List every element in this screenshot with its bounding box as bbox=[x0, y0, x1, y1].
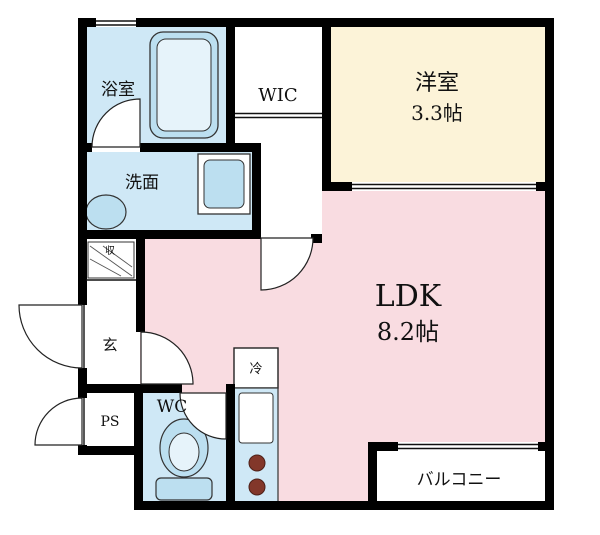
bathroom-label: 浴室 bbox=[101, 80, 135, 100]
western-room-size: 3.3帖 bbox=[411, 101, 463, 125]
ldk-size: 8.2帖 bbox=[377, 318, 439, 346]
ldk-door-arc bbox=[260, 237, 314, 291]
storage-box bbox=[87, 241, 135, 279]
wic-label: WIC bbox=[258, 85, 297, 106]
wc-door-arc bbox=[179, 392, 227, 440]
balcony-label: バルコニー bbox=[417, 470, 502, 490]
entrance-door-arc bbox=[18, 304, 83, 369]
wic-floor bbox=[235, 27, 322, 112]
hall-door-arc bbox=[140, 331, 194, 385]
toilet-bowl-inner bbox=[168, 432, 200, 472]
kitchen-sink-icon bbox=[238, 392, 274, 444]
refrigerator-slot bbox=[233, 347, 279, 389]
washroom-label: 洗面 bbox=[125, 173, 159, 193]
ps-door-arc bbox=[34, 397, 83, 446]
fixtures bbox=[85, 31, 279, 503]
storage-hatch bbox=[89, 245, 133, 277]
entrance-floor bbox=[86, 239, 136, 384]
bathtub-inner bbox=[156, 38, 212, 132]
western-room-floor bbox=[330, 27, 545, 182]
balcony-floor bbox=[377, 451, 545, 502]
ldk-label: LDK bbox=[375, 279, 442, 314]
entrance-label: 玄 bbox=[102, 336, 117, 354]
sink-icon bbox=[85, 194, 127, 230]
window-gap bbox=[398, 442, 538, 451]
pipe-space-label: PS bbox=[100, 414, 119, 430]
wc-label: WC bbox=[157, 397, 187, 417]
sliding-door-gap bbox=[352, 182, 536, 191]
bathroom-door-arc bbox=[91, 98, 141, 148]
opening-clears bbox=[352, 182, 538, 451]
refrigerator-label: 冷 bbox=[249, 362, 262, 377]
washing-machine-inner bbox=[203, 159, 245, 209]
pipe-space-floor bbox=[86, 393, 134, 446]
door-arcs bbox=[18, 98, 314, 446]
burner-icon bbox=[248, 454, 266, 472]
burner-icon bbox=[248, 478, 266, 496]
room-labels: 浴室 WIC 洋室 3.3帖 洗面 LDK 8.2帖 玄 収 PS WC 冷 バ… bbox=[100, 71, 501, 490]
storage-label: 収 bbox=[105, 245, 115, 257]
western-room-label: 洋室 bbox=[415, 71, 459, 96]
hall-floor-lower bbox=[261, 143, 322, 238]
toilet-tank-icon bbox=[155, 477, 213, 501]
